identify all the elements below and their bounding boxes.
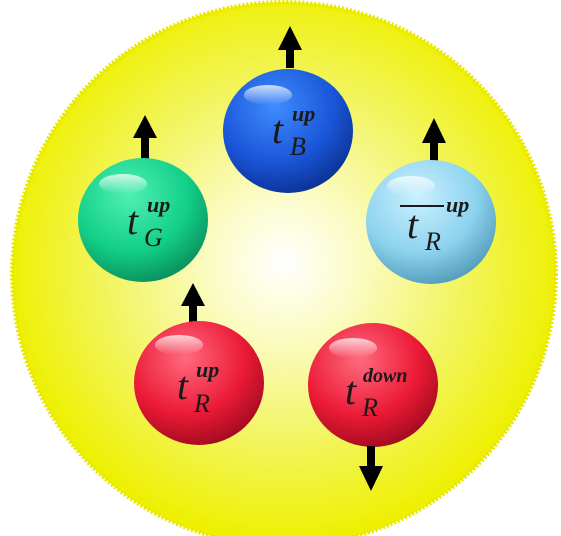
arrow-up-icon [133, 115, 157, 160]
label-symbol: t [407, 202, 419, 247]
label-symbol: t [345, 368, 357, 413]
label-superscript: up [147, 192, 170, 217]
particle-t-g-up: t up G [78, 115, 208, 282]
label-subscript: G [144, 223, 163, 252]
label-subscript: B [290, 132, 306, 161]
arrow-down-icon [359, 446, 383, 491]
particle-anti-t-r-up: t up R [366, 118, 496, 284]
label-subscript: R [361, 393, 378, 422]
particle-t-r-down: t down R [308, 323, 438, 491]
label-subscript: R [193, 389, 210, 418]
label-symbol: t [272, 107, 284, 152]
label-superscript: up [196, 357, 219, 382]
label-subscript: R [424, 227, 441, 256]
arrow-up-icon [422, 118, 446, 163]
arrow-up-icon [181, 283, 205, 328]
label-superscript: up [446, 192, 469, 217]
label-superscript: down [363, 365, 407, 387]
arrow-up-icon [278, 26, 302, 68]
label-superscript: up [292, 101, 315, 126]
particle-t-r-up: t up R [134, 283, 264, 445]
label-symbol: t [127, 198, 139, 243]
label-symbol: t [177, 363, 189, 408]
particle-t-b-up: t up B [223, 26, 353, 193]
